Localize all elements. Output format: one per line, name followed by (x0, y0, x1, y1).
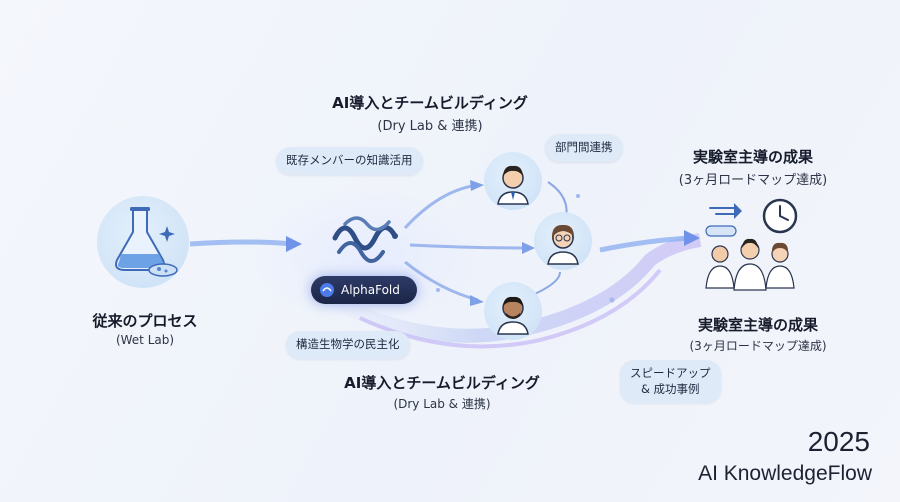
right-top-title-block: 実験室主導の成果 (3ヶ月ロードマップ達成) (648, 146, 858, 188)
alphafold-label: AlphaFold (341, 283, 400, 297)
right-mid-title: 実験室主導の成果 (697, 316, 818, 334)
alphafold-badge: AlphaFold (311, 276, 417, 304)
alphafold-logo-icon (320, 283, 334, 297)
left-title: 従来のプロセス (92, 312, 198, 330)
bubble-existing-members: 既存メンバーの知識活用 (276, 147, 423, 175)
person-top-icon (497, 165, 529, 205)
bottom-title: AI導入とチームビルディング (344, 374, 540, 392)
bubble-democratization: 構造生物学の民主化 (286, 331, 410, 359)
arrow-left-to-protein (189, 239, 293, 247)
top-title: AI導入とチームビルディング (332, 94, 528, 112)
person-center-icon (547, 224, 579, 265)
ribbon-to-results (326, 233, 702, 343)
bubble-speedup-line1: スピードアップ (630, 366, 711, 380)
top-subtitle: (Dry Lab & 連携) (377, 119, 483, 134)
flask-icon (115, 207, 178, 277)
arrow-to-person-center (409, 243, 529, 250)
right-top-subtitle: (3ヶ月ロードマップ達成) (678, 173, 828, 188)
footer-brand: AI KnowledgeFlow (698, 462, 872, 485)
team-results-illustration (705, 198, 798, 291)
left-label-block: 従来のプロセス (Wet Lab) (60, 310, 230, 347)
bubble-speedup-line2: & 成功事例 (640, 381, 700, 396)
arrow-to-person-top (403, 183, 479, 230)
bubble-speedup: スピードアップ & 成功事例 (620, 360, 721, 404)
left-subtitle: (Wet Lab) (115, 333, 175, 347)
bottom-title-block: AI導入とチームビルディング (Dry Lab & 連携) (312, 372, 572, 412)
right-mid-subtitle: (3ヶ月ロードマップ達成) (689, 339, 827, 353)
right-mid-title-block: 実験室主導の成果 (3ヶ月ロードマップ達成) (658, 314, 858, 354)
person-bottom-icon (497, 296, 529, 335)
top-title-block: AI導入とチームビルディング (Dry Lab & 連携) (300, 92, 560, 134)
footer-year: 2025 (807, 426, 870, 457)
protein-structure-icon (332, 216, 398, 263)
right-top-title: 実験室主導の成果 (692, 148, 813, 166)
bottom-subtitle: (Dry Lab & 連携) (393, 397, 491, 411)
bubble-interdepartment: 部門間連携 (545, 134, 623, 162)
